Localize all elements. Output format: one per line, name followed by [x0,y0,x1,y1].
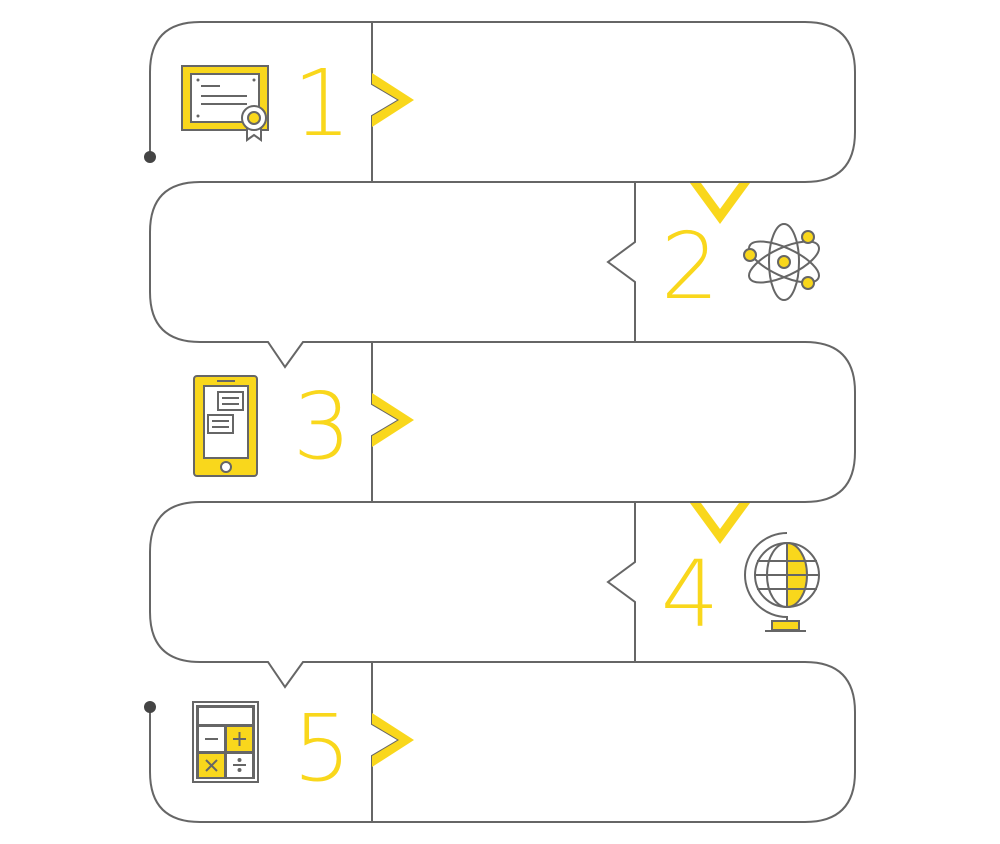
end-dot [144,701,156,713]
smartphone-icon [193,375,258,477]
chevron-down-icon [690,503,750,544]
calculator-icon [192,701,259,783]
step-number-1: 1 [293,50,352,157]
step-number-2: 2 [661,213,720,320]
start-dot [144,151,156,163]
plus-icon [233,732,246,746]
times-icon [205,759,218,772]
chevrons [372,73,750,767]
step-number-3: 3 [293,373,352,480]
atom-icon [743,223,820,301]
step-number-5: 5 [293,695,352,802]
chevron-right-icon [372,713,414,767]
step-number-4: 4 [661,541,720,648]
globe-icon [744,532,820,632]
chevron-down-icon [690,183,750,224]
divide-icon [233,758,246,772]
certificate-icon [181,65,269,142]
chevron-right-icon [372,393,414,447]
chevron-right-icon [372,73,414,127]
